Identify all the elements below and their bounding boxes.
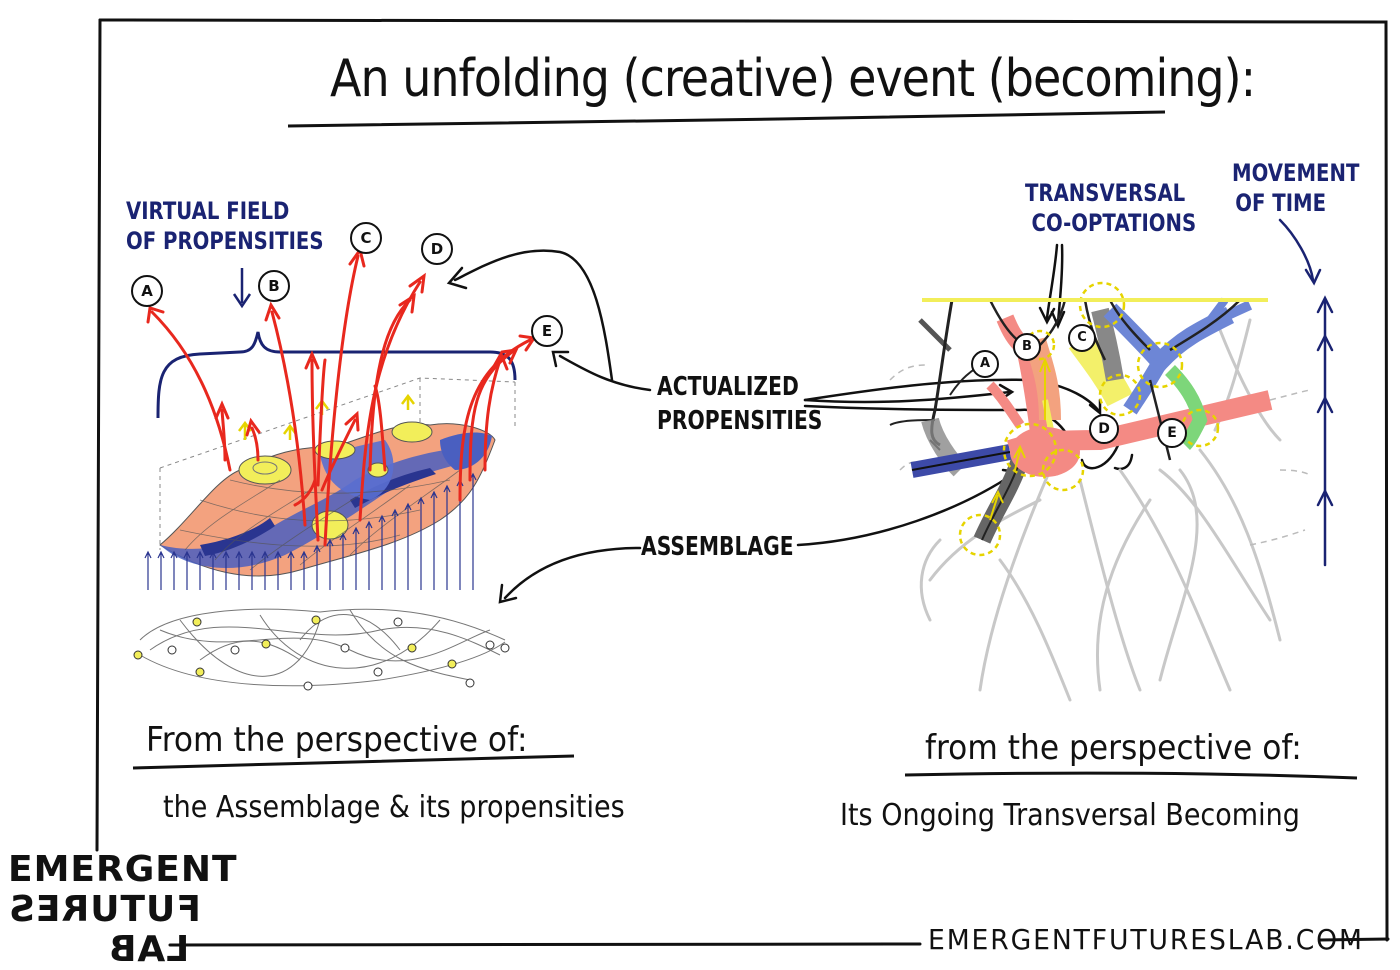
assemblage-node [340, 643, 350, 653]
time-line-2: OF TIME [1235, 189, 1327, 217]
force-arrow [287, 550, 295, 590]
right-perspective-underline [904, 771, 1358, 780]
force-arrow [196, 550, 204, 590]
force-arrow [157, 550, 165, 590]
footer-url[interactable]: EMERGENTFUTURESLAB.COM [928, 923, 1364, 956]
assemblage-node [500, 643, 510, 653]
assemblage-node [133, 650, 143, 660]
force-arrow [274, 550, 282, 590]
logo-line-3: LAB [108, 929, 190, 970]
node-marker-b: B [1013, 333, 1041, 361]
time-line-1: MOVEMENT [1232, 159, 1360, 187]
assemblage-node [230, 645, 240, 655]
force-arrow [248, 550, 256, 590]
assemblage-node [261, 639, 271, 649]
force-arrow [222, 550, 230, 590]
actualized-line-1: ACTUALIZED [657, 372, 799, 402]
assemblage-node [407, 643, 417, 653]
assemblage-node [195, 667, 205, 677]
page-title: An unfolding (creative) event (becoming)… [330, 48, 1256, 109]
transversal-network [889, 281, 1311, 702]
red-propensity-arrows [146, 246, 537, 547]
actualized-line-2: PROPENSITIES [657, 406, 823, 436]
assemblage-node [393, 617, 403, 627]
node-marker-a: A [971, 350, 999, 378]
assemblage-node [373, 667, 383, 677]
transversal-line-1: TRANSVERSAL [1025, 179, 1186, 207]
left-perspective-underline [132, 754, 575, 770]
virtual-field-label: VIRTUAL FIELD OF PROPENSITIES [126, 196, 324, 256]
force-arrow [144, 550, 152, 590]
force-arrow [170, 550, 178, 590]
emergent-futures-lab-logo: EMERGENT FUTURES LAB [8, 850, 238, 970]
force-arrow [430, 490, 438, 590]
virtual-field-line-1: VIRTUAL FIELD [126, 197, 290, 225]
left-perspective-heading: From the perspective of: [146, 720, 528, 760]
transversal-line-2: CO-OPTATIONS [1031, 209, 1197, 237]
movement-of-time-label: MOVEMENT OF TIME [1232, 158, 1359, 218]
force-arrow [339, 532, 347, 590]
transversal-cooptations-label: TRANSVERSAL CO-OPTATIONS [1025, 178, 1196, 238]
force-arrow [404, 502, 412, 590]
assemblage-node [303, 681, 313, 691]
assemblage-node [465, 678, 475, 688]
assemblage-network [133, 608, 510, 691]
node-marker-e: E [1157, 418, 1187, 448]
assemblage-label: ASSEMBLAGE [641, 532, 794, 562]
assemblage-node [192, 617, 202, 627]
force-arrow [326, 538, 334, 590]
assemblage-node [311, 615, 321, 625]
force-arrow [209, 550, 217, 590]
title-underline [287, 110, 1166, 128]
propensity-marker-c: C [350, 222, 382, 254]
virtual-field-arrow [232, 268, 252, 309]
force-arrow [261, 550, 269, 590]
assemblage-node [447, 659, 457, 669]
logo-line-2: FUTURES [8, 889, 201, 930]
force-arrow [378, 514, 386, 590]
force-arrow [417, 496, 425, 590]
time-arrows [1278, 218, 1334, 567]
actualized-propensities-label: ACTUALIZED PROPENSITIES [657, 370, 822, 438]
right-perspective-heading: from the perspective of: [925, 728, 1302, 768]
logo-line-1: EMERGENT [8, 849, 238, 890]
propensity-marker-a: A [131, 275, 163, 307]
force-arrow [183, 550, 191, 590]
propensity-marker-b: B [258, 270, 290, 302]
center-connector-arrows [446, 243, 1134, 604]
assemblage-node [167, 645, 177, 655]
assemblage-node [485, 640, 495, 650]
force-arrow [365, 520, 373, 590]
virtual-field-brace [156, 331, 517, 419]
force-arrow [235, 550, 243, 590]
force-arrow [352, 526, 360, 590]
force-arrow [300, 550, 308, 590]
propensity-marker-e: E [531, 315, 563, 347]
left-perspective-subject: the Assemblage & its propensities [163, 790, 625, 825]
force-arrow [391, 508, 399, 590]
right-perspective-subject: Its Ongoing Transversal Becoming [840, 798, 1300, 833]
node-marker-d: D [1089, 414, 1119, 444]
force-arrow [443, 484, 451, 590]
propensity-marker-d: D [421, 233, 453, 265]
frame [95, 18, 1390, 947]
force-arrow [313, 544, 321, 590]
virtual-field-line-2: OF PROPENSITIES [126, 227, 324, 255]
node-marker-c: C [1068, 324, 1096, 352]
